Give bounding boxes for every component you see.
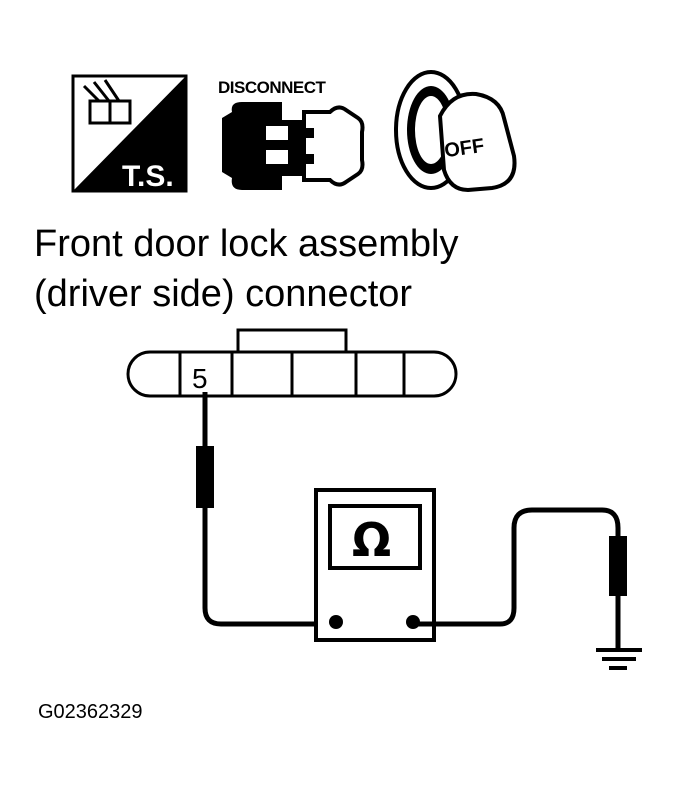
ohmmeter: Ω [314, 488, 436, 642]
tester-icon: T.S. [71, 74, 188, 193]
probe-lead-left [196, 392, 336, 627]
ground-icon [596, 648, 642, 670]
diagram-title-line2: (driver side) connector [34, 273, 412, 315]
figure-code: G02362329 [38, 701, 143, 723]
disconnect-icon: DISCONNECT [218, 78, 365, 190]
probe-lead-right [413, 507, 627, 650]
ignition-off-icon: OFF [394, 70, 517, 193]
meter-terminal-left [329, 615, 343, 629]
disconnect-label: DISCONNECT [218, 78, 327, 97]
ohm-symbol: Ω [352, 513, 391, 567]
plug-icon [82, 79, 132, 125]
door-lock-connector: 5 [126, 328, 458, 398]
connector-pin-5: 5 [192, 363, 208, 394]
tester-icon-label: T.S. [122, 160, 174, 193]
diagram-title-line1: Front door lock assembly [34, 223, 459, 265]
